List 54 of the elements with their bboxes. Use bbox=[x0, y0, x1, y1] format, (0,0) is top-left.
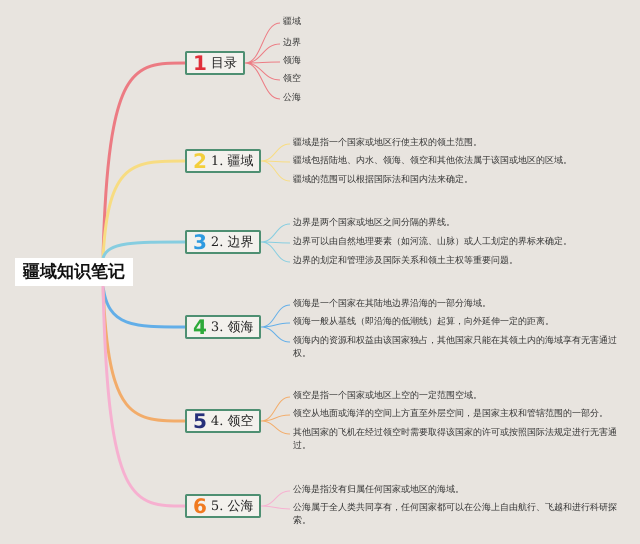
note-text: 疆域是指一个国家或地区行使主权的领土范围。 bbox=[293, 137, 628, 150]
topic-label: 1. 疆域 bbox=[210, 153, 254, 170]
note-text: 公海 bbox=[283, 92, 343, 105]
connector-line bbox=[260, 224, 290, 242]
topic-label: 3. 领海 bbox=[210, 319, 254, 336]
connector-line bbox=[260, 144, 290, 162]
note-text: 领海一般从基线（即沿海的低潮线）起算，向外延伸一定的距离。 bbox=[293, 316, 628, 329]
connector-line bbox=[244, 22, 280, 64]
note-text: 其他国家的飞机在经过领空时需要取得该国家的许可或按照国际法规定进行无害通过。 bbox=[293, 427, 628, 453]
note-text: 领海内的资源和权益由该国家独占，其他国家只能在其领土内的海域享有无害通过权。 bbox=[293, 335, 628, 361]
note-text: 公海属于全人类共同享有，任何国家都可以在公海上自由航行、飞越和进行科研探索。 bbox=[293, 502, 628, 528]
topic-box bbox=[185, 51, 245, 75]
topic-box bbox=[185, 409, 262, 433]
note-text: 边界的划定和管理涉及国际关系和领土主权等重要问题。 bbox=[293, 255, 628, 268]
connector-line bbox=[260, 420, 290, 434]
topic-box bbox=[185, 230, 262, 254]
title-box: 疆域知识笔记 bbox=[15, 258, 133, 286]
connector-line bbox=[102, 160, 185, 258]
topic-label: 4. 领空 bbox=[210, 413, 254, 430]
note-text: 疆域包括陆地、内水、领海、领空和其他依法属于该国或地区的区域。 bbox=[293, 155, 628, 168]
topic-label: 2. 边界 bbox=[210, 234, 254, 251]
note-text: 领空从地面或海洋的空间上方直至外层空间，是国家主权和管辖范围的一部分。 bbox=[293, 408, 628, 421]
note-text: 边界 bbox=[283, 37, 343, 50]
note-text: 边界可以由自然地理要素（如河流、山脉）或人工划定的界标来确定。 bbox=[293, 236, 628, 249]
number-label: 5 bbox=[193, 411, 207, 431]
connector-line bbox=[102, 286, 186, 508]
note-text: 疆域的范围可以根据国际法和国内法来确定。 bbox=[293, 174, 628, 187]
topic-label: 5. 公海 bbox=[210, 498, 254, 515]
note-text: 领空 bbox=[283, 73, 343, 86]
connector-line bbox=[102, 286, 185, 328]
topic-label: 目录 bbox=[210, 55, 237, 72]
number-label: 1 bbox=[193, 53, 207, 73]
connector-line bbox=[260, 304, 290, 328]
connector-line bbox=[260, 160, 290, 182]
topic-box bbox=[185, 149, 262, 173]
connector-line bbox=[260, 242, 290, 262]
note-text: 疆域 bbox=[283, 16, 343, 29]
connector-line bbox=[244, 62, 280, 100]
number-label: 2 bbox=[193, 151, 207, 171]
note-text: 领海是一个国家在其陆地边界沿海的一部分海域。 bbox=[293, 298, 628, 311]
note-text: 边界是两个国家或地区之间分隔的界线。 bbox=[293, 217, 628, 230]
topic-box bbox=[185, 315, 262, 339]
connector-line bbox=[260, 506, 290, 510]
note-text: 领海 bbox=[283, 55, 343, 68]
note-text: 公海是指没有归属任何国家或地区的海域。 bbox=[293, 484, 628, 497]
connector-line bbox=[260, 326, 290, 342]
connector-line bbox=[244, 62, 280, 80]
topic-box bbox=[185, 494, 262, 518]
connector-line bbox=[102, 240, 185, 259]
number-label: 4 bbox=[193, 317, 207, 337]
connector-line bbox=[260, 396, 290, 422]
number-label: 3 bbox=[193, 232, 207, 252]
number-label: 6 bbox=[193, 496, 207, 516]
note-text: 领空是指一个国家或地区上空的一定范围空域。 bbox=[293, 390, 628, 403]
